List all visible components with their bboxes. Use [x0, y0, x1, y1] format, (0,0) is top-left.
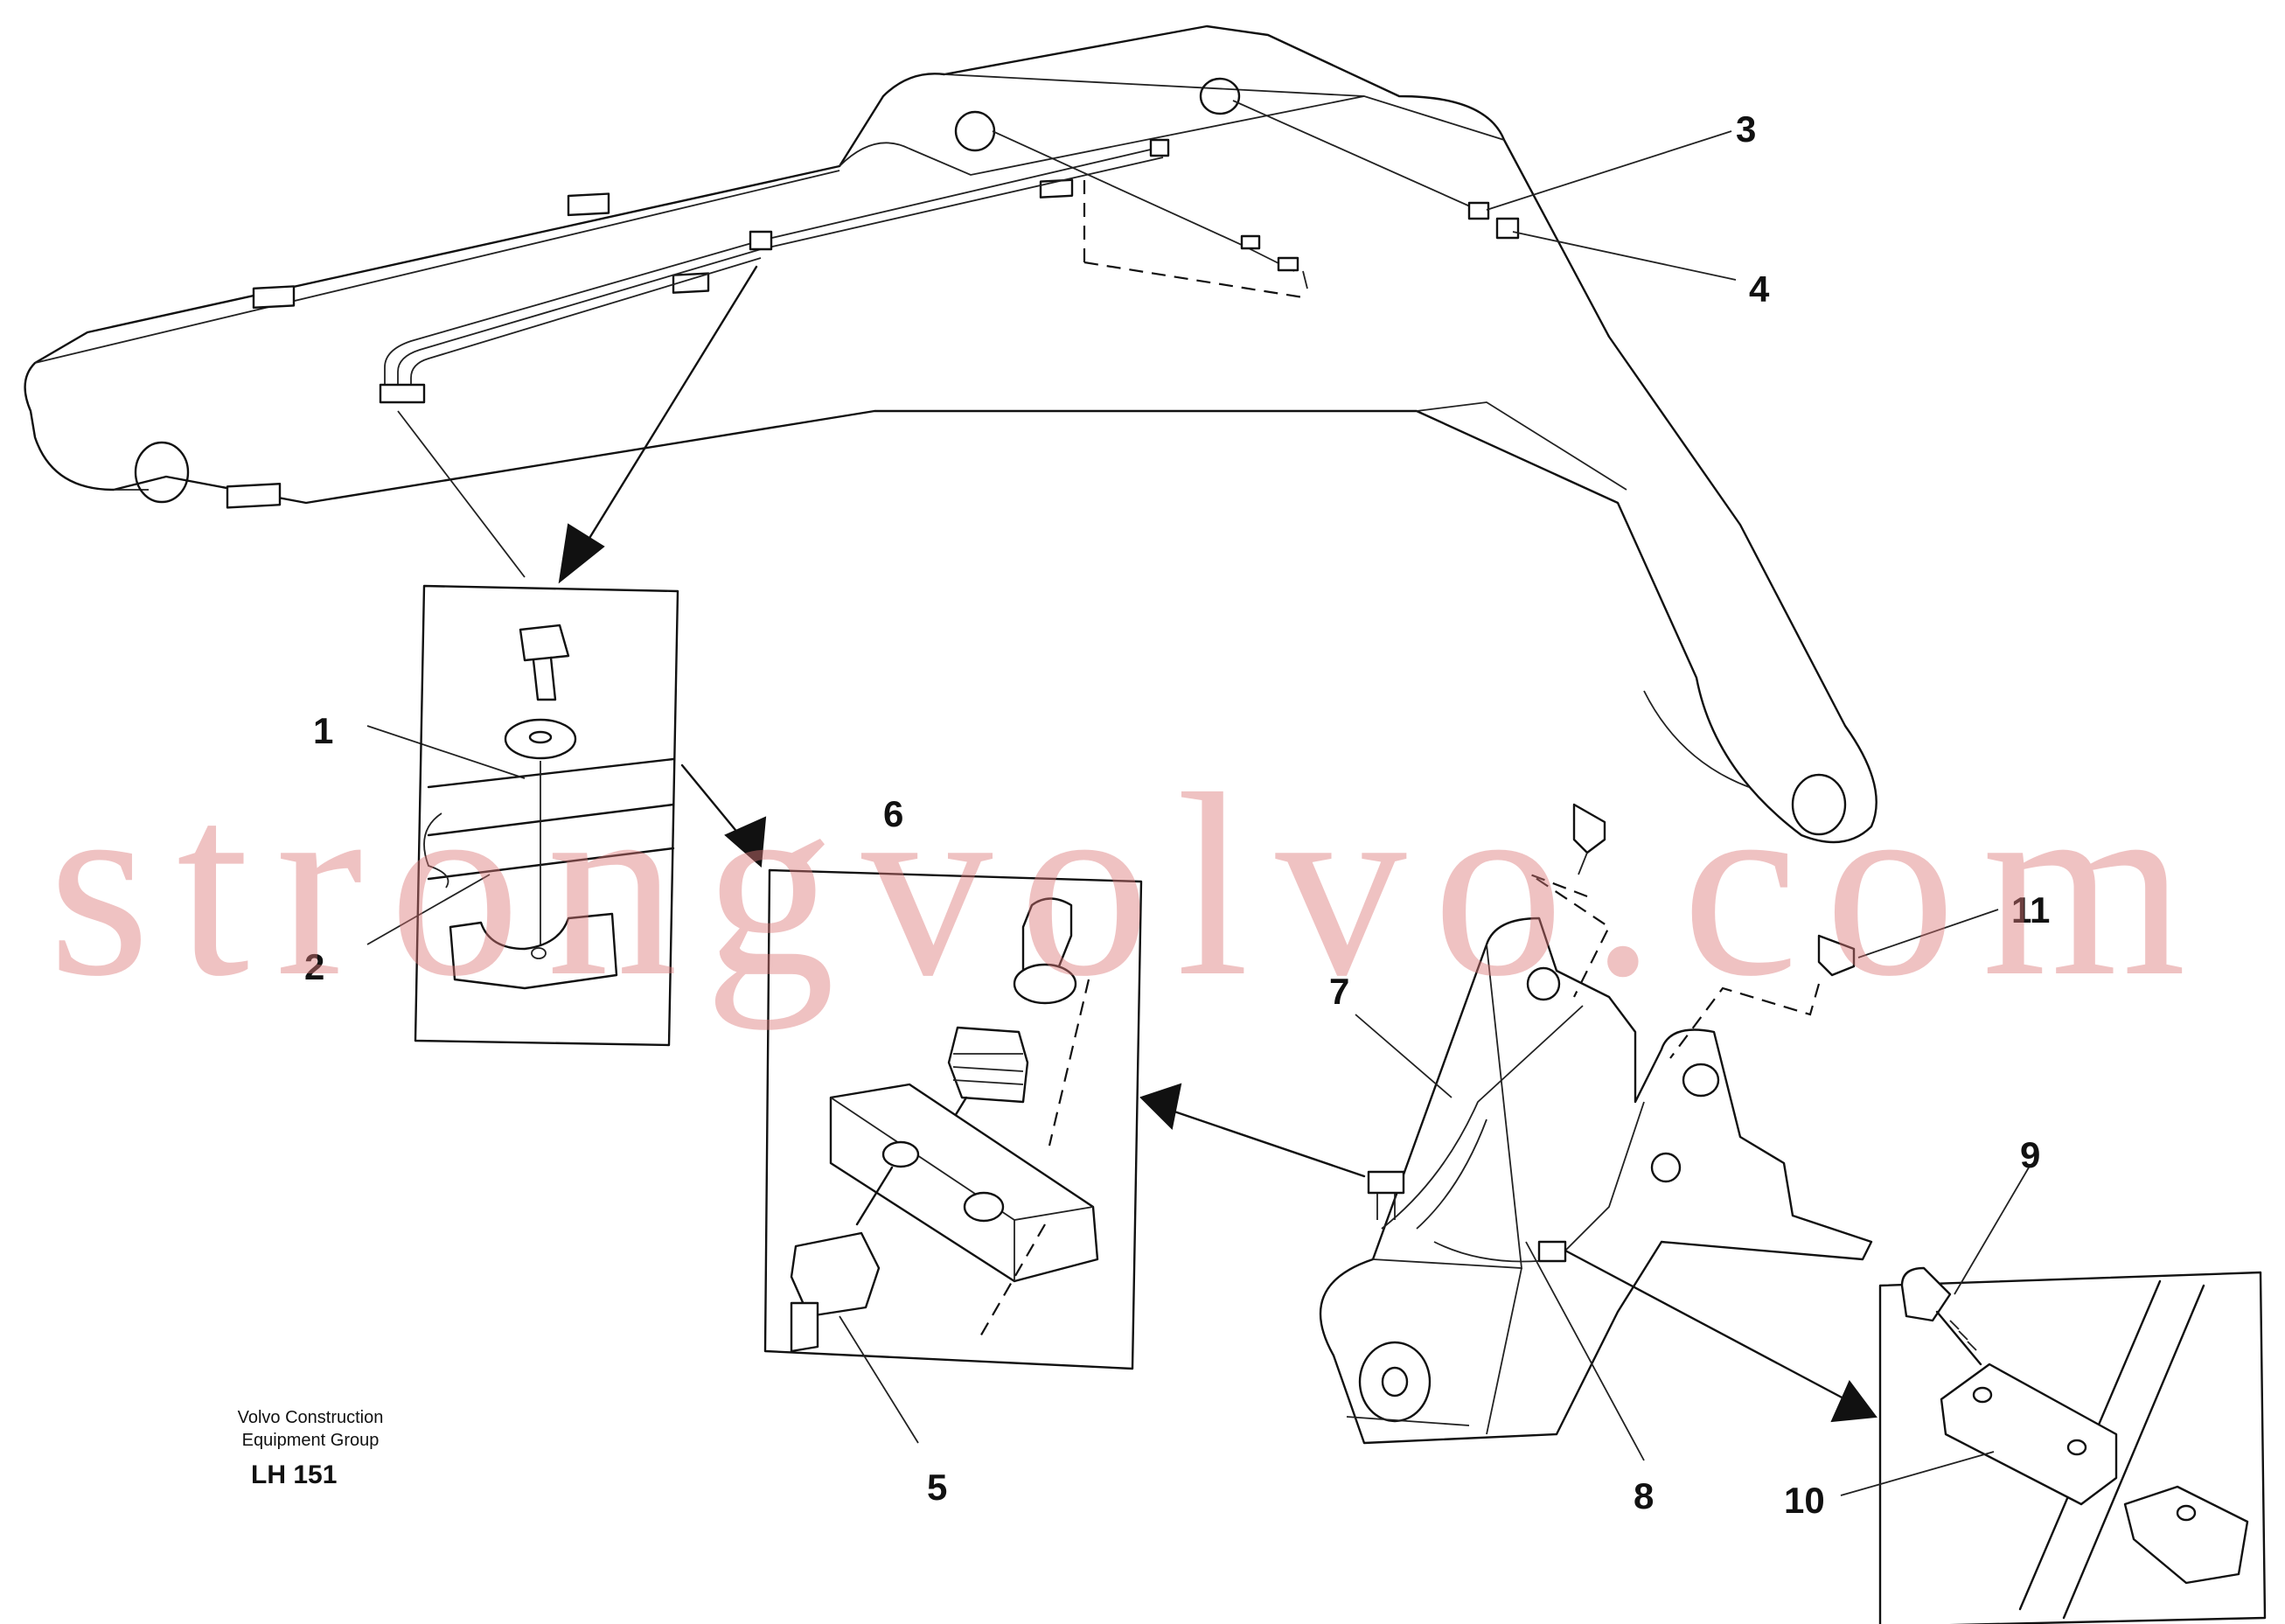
detail-box-pipe-clamp	[1840, 1167, 2267, 1624]
callout-6: 6	[883, 793, 903, 834]
boom-lube-pipes	[379, 100, 1520, 404]
callout-8: 8	[1634, 1475, 1654, 1516]
callout-arrows	[558, 265, 1877, 1423]
callout-1: 1	[313, 710, 333, 751]
publisher-caption: Volvo Construction Equipment Group	[223, 1406, 398, 1452]
callout-11: 11	[2011, 889, 2050, 930]
callout-4: 4	[1749, 268, 1770, 310]
leader-lines-top	[366, 130, 1737, 945]
callout-10: 10	[1784, 1480, 1825, 1521]
callout-5: 5	[927, 1467, 947, 1508]
detail-box-grease-nipple	[763, 868, 1143, 1444]
callout-9: 9	[2020, 1134, 2040, 1175]
callout-labels: 1 2 3 4 5 6 7 8 9 10 11	[304, 108, 2050, 1521]
detail-box-clamp	[414, 584, 679, 1047]
diagram-code: LH 151	[251, 1460, 338, 1489]
callout-3: 3	[1736, 108, 1756, 150]
arm-bracket	[1319, 803, 1999, 1445]
callout-2: 2	[304, 946, 324, 987]
caption-line-2: Equipment Group	[241, 1431, 380, 1450]
boom-outline	[24, 24, 1877, 844]
leader-lines-bottom	[1355, 1014, 1645, 1461]
caption-line-1: Volvo Construction	[237, 1408, 384, 1427]
callout-7: 7	[1329, 971, 1349, 1012]
